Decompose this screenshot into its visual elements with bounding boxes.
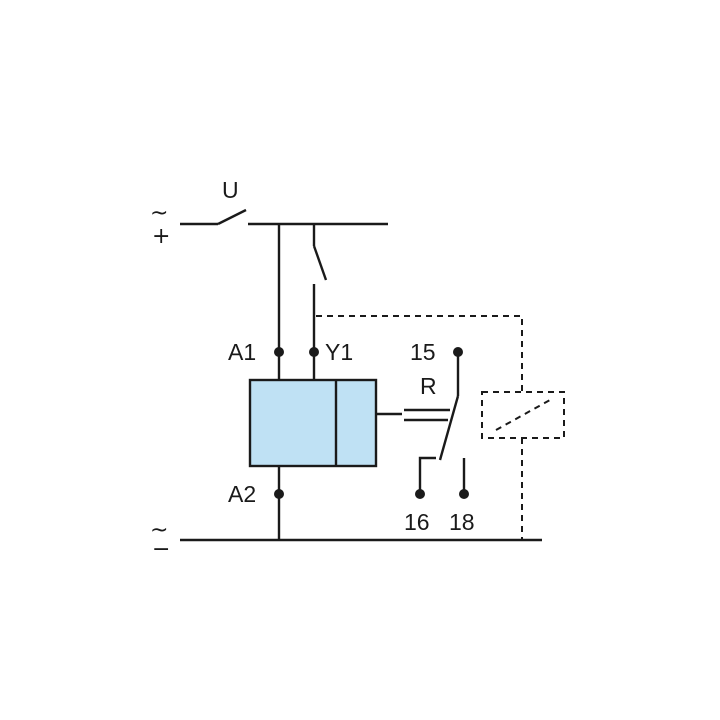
a2-label: A2	[228, 481, 256, 507]
switch-u-label: U	[222, 177, 239, 203]
output-contact: 15 R 16 18	[404, 339, 475, 535]
dashed-coil-slash	[495, 399, 551, 431]
contact-18-label: 18	[449, 509, 475, 535]
bottom-supply-ac-symbol: ~	[150, 518, 168, 543]
dashed-load	[316, 315, 565, 540]
relay-body	[248, 378, 378, 468]
bottom-supply: ~ −	[150, 518, 542, 562]
y1-switch-blade	[312, 245, 328, 281]
y1-branch: Y1	[309, 224, 353, 380]
top-supply: ~ + U	[150, 177, 388, 249]
a1-branch: A1	[228, 224, 284, 380]
contact-16-wire	[418, 456, 436, 490]
relay-r-label: R	[420, 373, 437, 399]
top-supply-ac-symbol: ~	[150, 201, 168, 226]
y1-terminal-dot	[309, 347, 319, 357]
y1-label: Y1	[325, 339, 353, 365]
a2-terminal-dot	[274, 489, 284, 499]
relay-module	[248, 378, 402, 468]
bottom-supply-minus-sign: −	[152, 537, 170, 562]
a2-branch: A2	[228, 466, 284, 540]
dashed-top-wire	[316, 315, 523, 392]
a1-label: A1	[228, 339, 256, 365]
dashed-load-coil	[481, 391, 565, 439]
contact-16-dot	[415, 489, 425, 499]
contact-18-dot	[459, 489, 469, 499]
contact-15-label: 15	[410, 339, 436, 365]
a1-terminal-dot	[274, 347, 284, 357]
contact-blade	[438, 395, 460, 461]
switch-u-blade	[217, 208, 247, 226]
top-supply-plus-sign: +	[152, 224, 170, 249]
contact-16-label: 16	[404, 509, 430, 535]
